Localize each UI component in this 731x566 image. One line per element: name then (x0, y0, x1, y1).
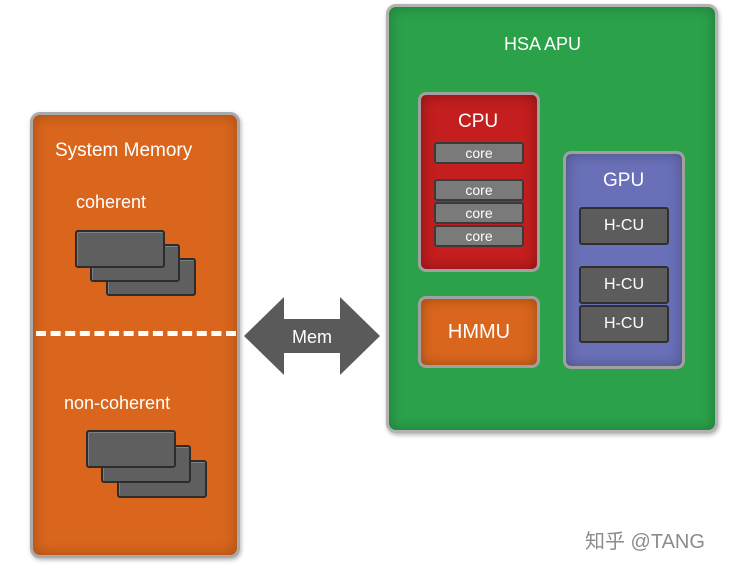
cpu-core: core (434, 225, 524, 247)
coherent-page-1 (75, 230, 165, 268)
gpu-compute-unit: H-CU (579, 266, 669, 304)
non-coherent-page-1 (86, 430, 176, 468)
gpu-compute-unit: H-CU (579, 305, 669, 343)
mem-label: Mem (292, 327, 332, 347)
system-memory-title: System Memory (55, 140, 193, 161)
mem-bidirectional-arrow: Mem (244, 297, 380, 375)
hmmu-block: HMMU (418, 296, 540, 368)
coherent-label: coherent (76, 192, 147, 212)
cpu-core: core (434, 179, 524, 201)
watermark-text: 知乎 @TANG (585, 531, 705, 553)
gpu-title: GPU (603, 170, 645, 191)
cpu-core: core (434, 202, 524, 224)
cpu-core: core (434, 142, 524, 164)
hsa-apu-title: HSA APU (504, 34, 582, 54)
non-coherent-label: non-coherent (64, 393, 171, 413)
memory-divider (36, 331, 236, 336)
cpu-title: CPU (458, 111, 499, 132)
gpu-compute-unit: H-CU (579, 207, 669, 245)
